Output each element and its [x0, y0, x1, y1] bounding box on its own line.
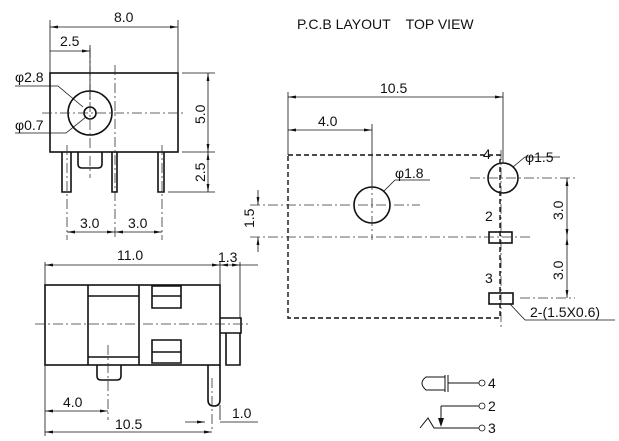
- dim-height: 5.0: [192, 104, 208, 124]
- pin2-slot: [488, 231, 513, 244]
- dim-outer-dia: φ2.8: [15, 69, 44, 85]
- dim-length: 11.0: [117, 247, 143, 263]
- dim-inner-dia: φ0.7: [15, 117, 44, 133]
- dim-width: 8.0: [114, 9, 134, 25]
- front-view: 8.0 2.5 φ2.8 φ0.7 5.0 2.5 3.0 3.0: [15, 9, 215, 240]
- bottom-view: 11.0 1.3 4.0 10.5 1.0: [35, 247, 258, 436]
- pin3-label: 3: [485, 270, 493, 286]
- pcb-layout: P.C.B LAYOUT TOP VIEW 10.5 4.0 φ1.8 φ1.5…: [241, 16, 615, 330]
- dim-vertical-offset: 1.5: [241, 208, 257, 228]
- dim-pin-length: 2.5: [192, 162, 208, 182]
- dim-pin-offset: 4.0: [63, 394, 83, 410]
- dim-pin4-dia: φ1.5: [525, 149, 554, 165]
- dim-pitch-left: 3.0: [80, 215, 100, 231]
- dim-span: 10.5: [380, 80, 407, 96]
- dim-hole-dia: φ1.8: [395, 165, 424, 181]
- schematic-symbol: 4 2 3: [419, 375, 496, 436]
- dim-pitch-upper: 3.0: [550, 200, 566, 220]
- dim-pin-span: 10.5: [115, 416, 142, 432]
- dim-pitch-lower: 3.0: [550, 260, 566, 280]
- schematic-pin4: 4: [488, 375, 496, 391]
- dim-tab: 1.3: [218, 249, 238, 265]
- dim-offset: 2.5: [60, 33, 80, 49]
- schematic-pin3: 3: [488, 420, 496, 436]
- page-title: P.C.B LAYOUT TOP VIEW: [297, 16, 474, 32]
- slot-note: 2-(1.5X0.6): [530, 304, 600, 320]
- dim-hole-offset: 4.0: [318, 113, 338, 129]
- dim-pin-width: 1.0: [232, 405, 252, 421]
- dim-pitch-right: 3.0: [128, 215, 148, 231]
- schematic-pin2: 2: [488, 398, 496, 414]
- pin2-label: 2: [485, 208, 493, 224]
- body-outline: [49, 72, 179, 153]
- pin4-label: 4: [483, 146, 491, 162]
- footprint-outline: [287, 154, 501, 319]
